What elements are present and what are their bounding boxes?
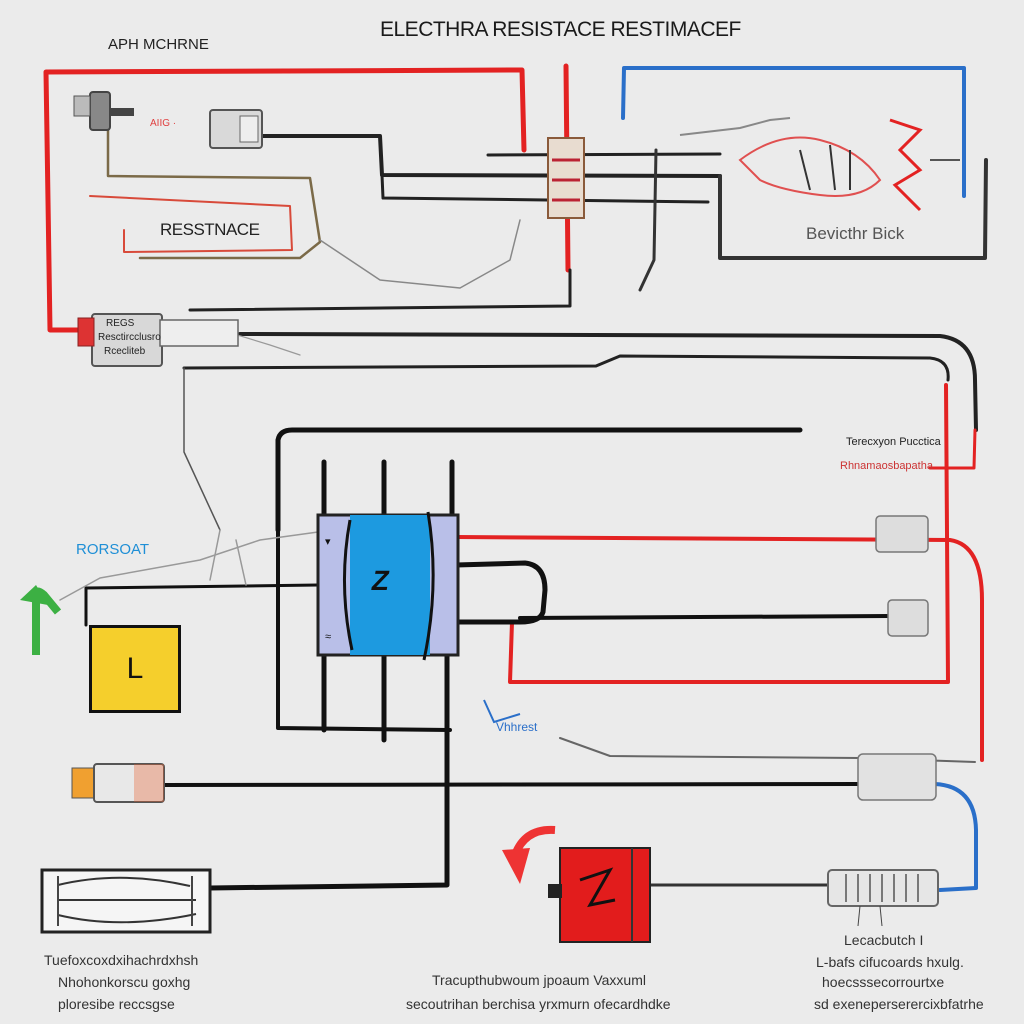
bottom-right-line-2: L-bafs cifucoards hxulg. bbox=[816, 954, 964, 970]
right-label-2: Rhnamaosbapatha bbox=[840, 460, 933, 472]
bottom-left-line-2: Nhohonkorscu goxhg bbox=[58, 974, 191, 990]
blue-check-icon bbox=[483, 699, 521, 724]
resistor-coil-top bbox=[547, 137, 585, 219]
black-wire-to-l bbox=[84, 583, 320, 627]
thin-gray-wire bbox=[319, 219, 521, 289]
mid-blue-label: Vhhrest bbox=[496, 720, 538, 734]
black-wire-switch-left bbox=[276, 528, 452, 732]
right-connector-3 bbox=[857, 753, 937, 801]
svg-text:≈: ≈ bbox=[325, 631, 331, 643]
bottom-center-line-1: Tracupthubwoum jpoaum Vaxxuml bbox=[432, 972, 646, 988]
black-wire-right-loop bbox=[718, 158, 988, 260]
yellow-l-box: L bbox=[89, 625, 181, 713]
red-arrow-icon bbox=[502, 825, 556, 884]
tan-wire-resistance bbox=[106, 128, 322, 260]
resistance-outline bbox=[89, 195, 293, 253]
black-wire-mid-vertical bbox=[638, 148, 658, 292]
bottom-left-line-3: ploresibe reccsgse bbox=[58, 996, 175, 1012]
fuse-component bbox=[71, 763, 165, 803]
red-wire-top-loop bbox=[43, 67, 527, 333]
bottom-right-line-3: hoecsssecorrourtxe bbox=[822, 974, 945, 990]
black-wire-to-connector bbox=[188, 268, 572, 312]
black-wire-switch-frame bbox=[275, 427, 803, 533]
bottom-right-line-1: Lecacbutch I bbox=[844, 932, 924, 948]
green-arrow-icon bbox=[20, 585, 62, 655]
black-wire-top-2 bbox=[380, 173, 710, 204]
bottom-right-line-4: sd exeneperserercixbfatrhe bbox=[814, 996, 984, 1012]
right-top-circuit bbox=[679, 117, 960, 212]
red-relay bbox=[548, 847, 651, 943]
black-wire-left-drop bbox=[183, 367, 221, 531]
main-switch-plate: ▾ ≈ bbox=[316, 511, 460, 661]
resistance-label: RESSTNACE bbox=[160, 220, 260, 239]
connector-block bbox=[77, 313, 239, 367]
svg-text:AIIG ·: AIIG · bbox=[150, 118, 176, 129]
right-box-label: Bevicthr Bick bbox=[806, 224, 905, 243]
black-wire-long-2 bbox=[182, 354, 950, 382]
ceramic-heater bbox=[827, 869, 939, 927]
black-wire-bottom bbox=[163, 782, 862, 787]
top-left-label: APH MCHRNE bbox=[108, 36, 209, 53]
black-wire-loop bbox=[453, 560, 548, 625]
connector-top-sub: Resctircclusro bbox=[98, 332, 161, 343]
blue-wire-top bbox=[621, 66, 966, 198]
black-wire-top-3 bbox=[486, 152, 722, 157]
right-connector-1 bbox=[875, 515, 929, 553]
red-wire-right bbox=[508, 383, 950, 684]
diagram-title: ELECTHRA RESISTACE RESTIMACEF bbox=[380, 18, 741, 41]
gray-strand-1 bbox=[59, 531, 319, 601]
right-connector-2 bbox=[887, 599, 929, 637]
bottom-left-line-1: Tuefoxcoxdxihachrdxhsh bbox=[44, 952, 199, 968]
right-label-1: Terecxyon Pucctica bbox=[846, 436, 941, 448]
connector-bottom-label: Rcecliteb bbox=[104, 346, 146, 357]
small-switch-component: AIIG · bbox=[150, 109, 263, 149]
plug-icon bbox=[73, 91, 134, 131]
black-wire-down bbox=[207, 652, 450, 891]
red-wire-switch bbox=[454, 535, 984, 762]
blue-wire-bottom bbox=[933, 782, 978, 892]
bottom-center-line-2: secoutrihan berchisa yrxmurn ofecardhdke bbox=[406, 996, 671, 1012]
heater-element bbox=[40, 868, 212, 934]
yellow-l-box-label: L bbox=[126, 652, 144, 685]
red-wire-right-2 bbox=[928, 428, 977, 470]
gray-strand-2 bbox=[209, 529, 247, 586]
black-wire-right-long bbox=[518, 614, 892, 620]
connector-top-label: REGS bbox=[106, 318, 135, 329]
black-wire-long-1 bbox=[238, 332, 978, 432]
left-blue-label: RORSOAT bbox=[76, 541, 150, 558]
svg-text:▾: ▾ bbox=[325, 536, 331, 548]
